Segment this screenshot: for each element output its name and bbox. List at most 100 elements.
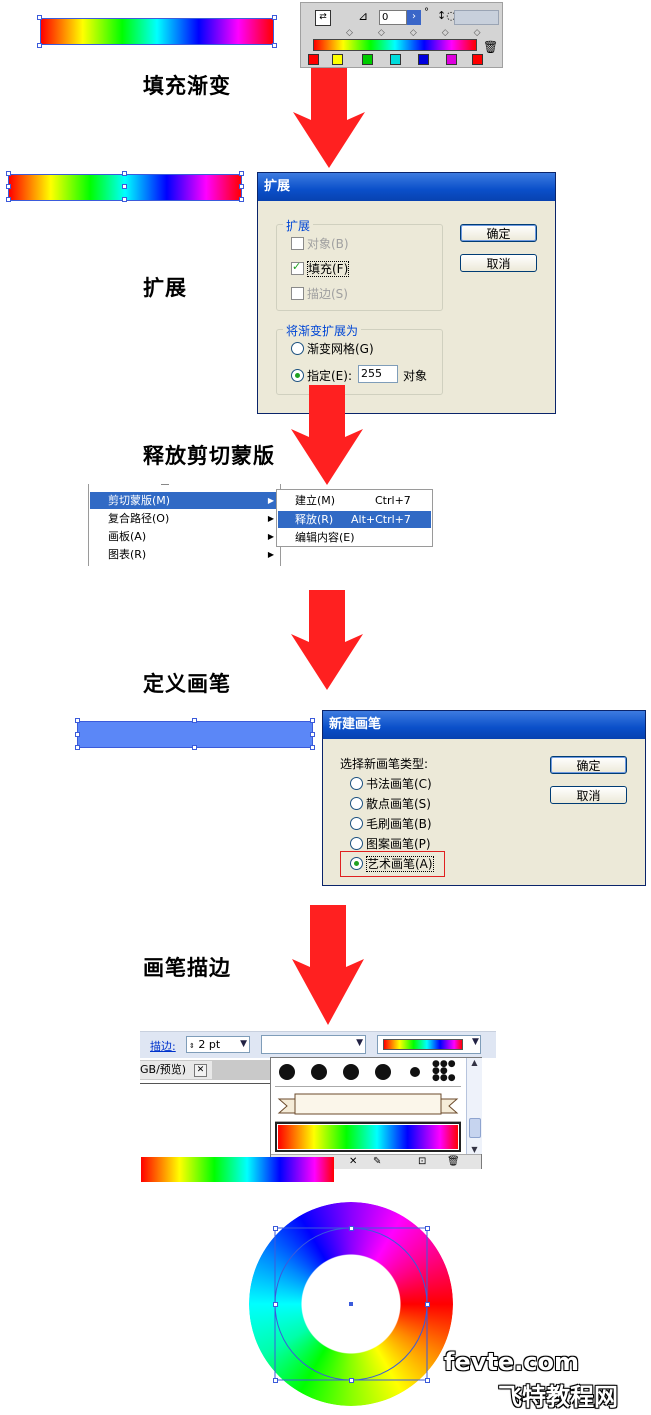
color-stop[interactable] [332, 54, 343, 65]
stepper-icon[interactable]: ⇕ [189, 1042, 195, 1050]
selection-handle[interactable] [122, 197, 127, 202]
selection-handle[interactable] [272, 15, 277, 20]
calligraphic-brush-radio[interactable]: 书法画笔(C) [350, 775, 432, 792]
stroke-checkbox[interactable]: 描边(S) [291, 285, 348, 302]
color-stop[interactable] [308, 54, 319, 65]
scatter-brush-icon[interactable]: ●●●●●●●● [432, 1059, 456, 1083]
menu-item-compound-path[interactable]: 复合路径(O)▶ [108, 512, 274, 525]
selection-handle[interactable] [6, 171, 11, 176]
selection-handle[interactable] [239, 171, 244, 176]
selection-handle[interactable] [6, 197, 11, 202]
checkbox-box[interactable] [291, 287, 304, 300]
dot-brush-icon[interactable] [279, 1064, 295, 1080]
color-stop[interactable] [362, 54, 373, 65]
close-tab-icon[interactable]: ✕ [194, 1064, 207, 1077]
fill-checkbox[interactable]: 填充(F) [291, 260, 350, 277]
selection-handle[interactable] [37, 43, 42, 48]
object-checkbox[interactable]: 对象(B) [291, 235, 349, 252]
submenu-item-make[interactable]: 建立(M)Ctrl+7 [295, 494, 411, 507]
selection-handle[interactable] [239, 197, 244, 202]
color-stop[interactable] [472, 54, 483, 65]
ribbon-brush-row[interactable] [275, 1086, 461, 1122]
selection-handle[interactable] [349, 1226, 354, 1231]
pattern-brush-radio[interactable]: 图案画笔(P) [350, 835, 431, 852]
color-stop[interactable] [446, 54, 457, 65]
chevron-down-icon[interactable]: ▼ [356, 1038, 363, 1048]
selection-handle[interactable] [6, 184, 11, 189]
stroke-label[interactable]: 描边: [150, 1040, 176, 1053]
reverse-gradient-icon[interactable]: ⇄ [315, 10, 331, 26]
selection-handle[interactable] [272, 43, 277, 48]
radio-circle[interactable] [350, 837, 363, 850]
radio-circle[interactable] [350, 857, 363, 870]
checkbox-box[interactable] [291, 260, 304, 275]
remove-stroke-icon[interactable]: ✕ [349, 1156, 358, 1167]
selection-handle[interactable] [310, 732, 315, 737]
ok-button[interactable]: 确定 [550, 756, 627, 774]
menu-item-artboard[interactable]: 画板(A)▶ [108, 530, 274, 543]
radio-circle[interactable] [291, 342, 304, 355]
selection-handle[interactable] [75, 718, 80, 723]
scroll-thumb[interactable] [469, 1118, 481, 1138]
panel-scrollbar[interactable]: ▲ ▼ [466, 1058, 482, 1154]
brush-options-icon[interactable]: ✎ [373, 1156, 382, 1167]
selection-handle[interactable] [425, 1378, 430, 1383]
specify-radio[interactable]: 指定(E): [291, 367, 352, 384]
angle-input[interactable]: 0 [379, 10, 407, 25]
stroke-weight-field[interactable]: ⇕ 2 pt ▼ [186, 1036, 250, 1053]
submenu-item-release[interactable]: 释放(R)Alt+Ctrl+7 [278, 511, 431, 528]
dot-brush-icon[interactable] [375, 1064, 391, 1080]
variable-width-dropdown[interactable]: ▼ [261, 1035, 366, 1054]
selection-handle[interactable] [273, 1378, 278, 1383]
delete-brush-icon[interactable]: 🗑 [447, 1156, 460, 1167]
radio-circle[interactable] [350, 777, 363, 790]
bristle-brush-radio[interactable]: 毛刷画笔(B) [350, 815, 432, 832]
art-brush-radio[interactable]: 艺术画笔(A) [350, 855, 434, 872]
radio-circle[interactable] [350, 797, 363, 810]
scroll-down-icon[interactable]: ▼ [471, 1145, 478, 1154]
selection-handle[interactable] [75, 732, 80, 737]
rainbow-brush-row[interactable] [275, 1122, 461, 1152]
selection-handle[interactable] [273, 1302, 278, 1307]
dot-brush-icon[interactable] [343, 1064, 359, 1080]
selection-handle[interactable] [239, 184, 244, 189]
scatter-brush-radio[interactable]: 散点画笔(S) [350, 795, 431, 812]
cancel-button[interactable]: 取消 [550, 786, 627, 804]
menu-item-graph[interactable]: 图表(R)▶ [108, 548, 274, 561]
color-stop[interactable] [390, 54, 401, 65]
submenu-item-edit-contents[interactable]: 编辑内容(E) [295, 531, 355, 544]
delete-stop-icon[interactable]: 🗑 [483, 40, 499, 54]
chevron-down-icon[interactable]: ▼ [472, 1037, 479, 1047]
color-stop[interactable] [418, 54, 429, 65]
selection-handle[interactable] [273, 1226, 278, 1231]
gradient-slider[interactable] [313, 39, 477, 51]
scroll-up-icon[interactable]: ▲ [471, 1058, 478, 1067]
selection-handle[interactable] [425, 1226, 430, 1231]
aspect-input[interactable] [454, 10, 499, 25]
chevron-down-icon[interactable]: ▼ [240, 1039, 247, 1049]
selection-handle[interactable] [310, 745, 315, 750]
brush-row-dots[interactable]: ●●●●●●●● [275, 1059, 461, 1083]
selection-handle[interactable] [75, 745, 80, 750]
angle-dropdown-button[interactable]: › [407, 10, 421, 25]
radio-circle[interactable] [350, 817, 363, 830]
new-brush-icon[interactable]: ⊡ [418, 1156, 427, 1167]
dot-brush-icon[interactable] [410, 1067, 420, 1077]
checkbox-box[interactable] [291, 237, 304, 250]
cancel-button[interactable]: 取消 [460, 254, 537, 272]
gradient-mesh-radio[interactable]: 渐变网格(G) [291, 340, 374, 357]
ok-button[interactable]: 确定 [460, 224, 537, 242]
selection-handle[interactable] [425, 1302, 430, 1307]
selection-handle[interactable] [349, 1378, 354, 1383]
selection-handle[interactable] [192, 745, 197, 750]
dot-brush-icon[interactable] [311, 1064, 327, 1080]
selection-handle[interactable] [122, 184, 127, 189]
radio-circle[interactable] [291, 369, 304, 382]
menu-item-clipping-mask[interactable]: 剪切蒙版(M)▶ [90, 492, 280, 509]
selection-handle[interactable] [122, 171, 127, 176]
midpoint-diamonds[interactable]: ◇◇◇◇◇ [346, 28, 506, 38]
specify-input[interactable]: 255 [358, 365, 398, 383]
selection-handle[interactable] [37, 15, 42, 20]
selection-handle[interactable] [192, 718, 197, 723]
selection-handle[interactable] [310, 718, 315, 723]
